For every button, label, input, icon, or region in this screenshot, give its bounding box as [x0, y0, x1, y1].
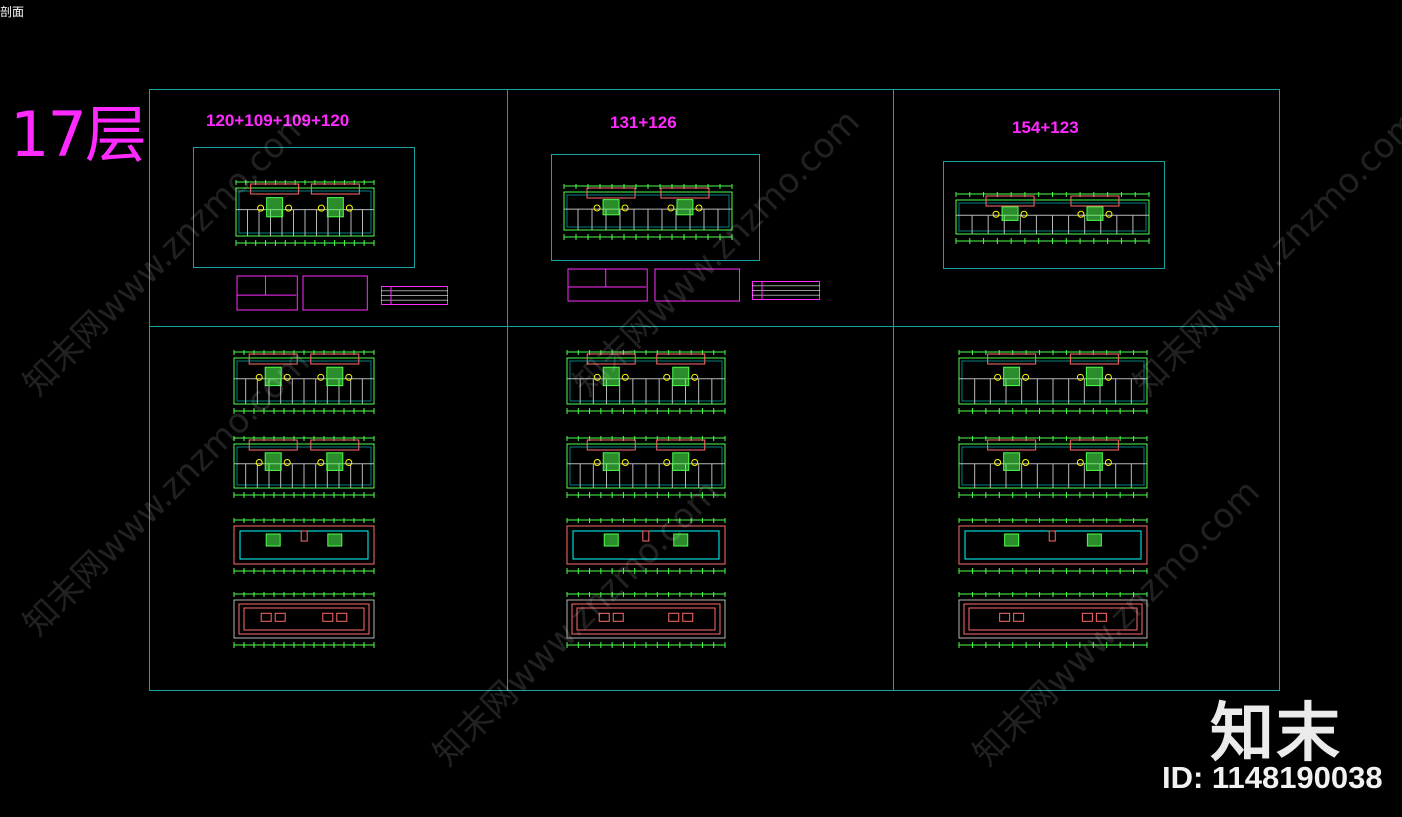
- drawing-3-1: [958, 350, 1148, 414]
- drawing-2-4: [566, 592, 726, 648]
- legend-table-2: [752, 281, 820, 300]
- panel-title-1: 120+109+109+120: [206, 111, 350, 130]
- key-floor-plan-2: [563, 184, 733, 240]
- drawing-1-1: [233, 350, 375, 414]
- key-floor-plan-1: [235, 180, 375, 246]
- drawing-1-4: [233, 592, 375, 648]
- drawing-1-2: [233, 436, 375, 498]
- key-plan-frame-2: [551, 154, 760, 261]
- drawing-1-3: [233, 518, 375, 574]
- panel-title-3: 154+123: [1012, 118, 1079, 137]
- floor-label: 17层: [10, 98, 147, 171]
- brand-logo: 知末: [1210, 697, 1342, 771]
- sheet-divider-horizontal: [149, 326, 1280, 327]
- drawing-3-4: [958, 592, 1148, 648]
- sheet-divider-2: [893, 89, 894, 691]
- drawing-2-3: [566, 518, 726, 574]
- drawing-3-2: [958, 436, 1148, 498]
- drawing-2-2: [566, 436, 726, 498]
- panel-title-2: 131+126: [610, 113, 677, 132]
- drawing-2-1: [566, 350, 726, 414]
- key-plan-frame-1: [193, 147, 415, 268]
- drawing-tab-label[interactable]: 剖面: [0, 5, 25, 19]
- legend-table-1: [381, 286, 448, 305]
- brand-id: ID: 1148190038: [1162, 760, 1383, 795]
- unit-outline-2: [567, 268, 740, 302]
- key-plan-frame-3: [943, 161, 1165, 269]
- drawing-sheet-frame: [149, 89, 1280, 691]
- unit-outline-1: [236, 275, 368, 311]
- drawing-3-3: [958, 518, 1148, 574]
- key-floor-plan-3: [955, 192, 1150, 244]
- sheet-divider-1: [507, 89, 508, 691]
